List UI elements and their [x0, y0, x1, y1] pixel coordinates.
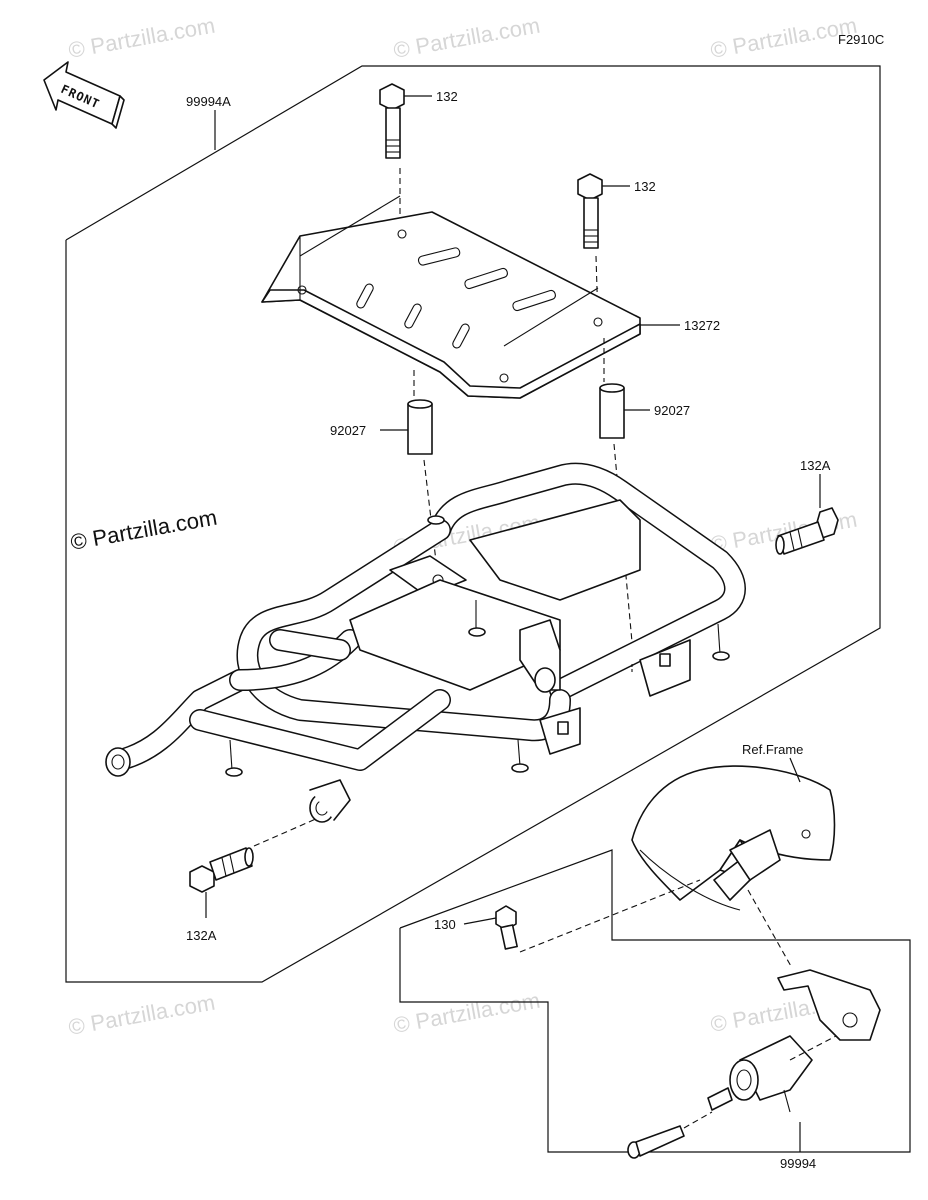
lock-screw [627, 1125, 685, 1159]
label-132-left: 132 [436, 89, 458, 104]
bolt-132a-left [189, 847, 254, 893]
ignition-lock [707, 1035, 813, 1113]
label-132a-left: 132A [186, 928, 217, 943]
bolt-130 [495, 905, 518, 950]
watermark-text: © Partzilla.com [392, 13, 542, 63]
watermark-text: © Partzilla.com [67, 990, 217, 1040]
label-132-right: 132 [634, 179, 656, 194]
watermark-text: © Partzilla.com [67, 13, 217, 63]
collar-92027-right [599, 383, 625, 439]
label-99994a: 99994A [186, 94, 231, 109]
leader-line [789, 757, 801, 783]
lock-bracket [777, 969, 881, 1041]
ref-frame [631, 765, 836, 911]
kit-outline-lock [399, 849, 911, 1153]
label-ref-frame: Ref.Frame [742, 742, 803, 757]
front-arrow-icon: FRONT [43, 61, 125, 129]
collar-92027-left [407, 399, 433, 455]
kit-outline-main [65, 65, 881, 983]
rack-frame [105, 462, 746, 823]
label-130: 130 [434, 917, 456, 932]
copyright-text: © Partzilla.com [69, 505, 219, 555]
watermark-text: © Partzilla.com [709, 13, 859, 63]
leader-line [463, 917, 497, 925]
label-132a-right: 132A [800, 458, 831, 473]
bolt-132a-right [775, 507, 839, 555]
label-99994: 99994 [780, 1156, 816, 1171]
label-92027-left: 92027 [330, 423, 366, 438]
label-92027-right: 92027 [654, 403, 690, 418]
bolt-132-right [577, 173, 603, 249]
diagram-code: F2910C [838, 32, 884, 47]
watermark-text: © Partzilla.com [392, 988, 542, 1038]
plate-13272 [261, 195, 641, 399]
label-13272: 13272 [684, 318, 720, 333]
bolt-132-left [379, 83, 405, 159]
